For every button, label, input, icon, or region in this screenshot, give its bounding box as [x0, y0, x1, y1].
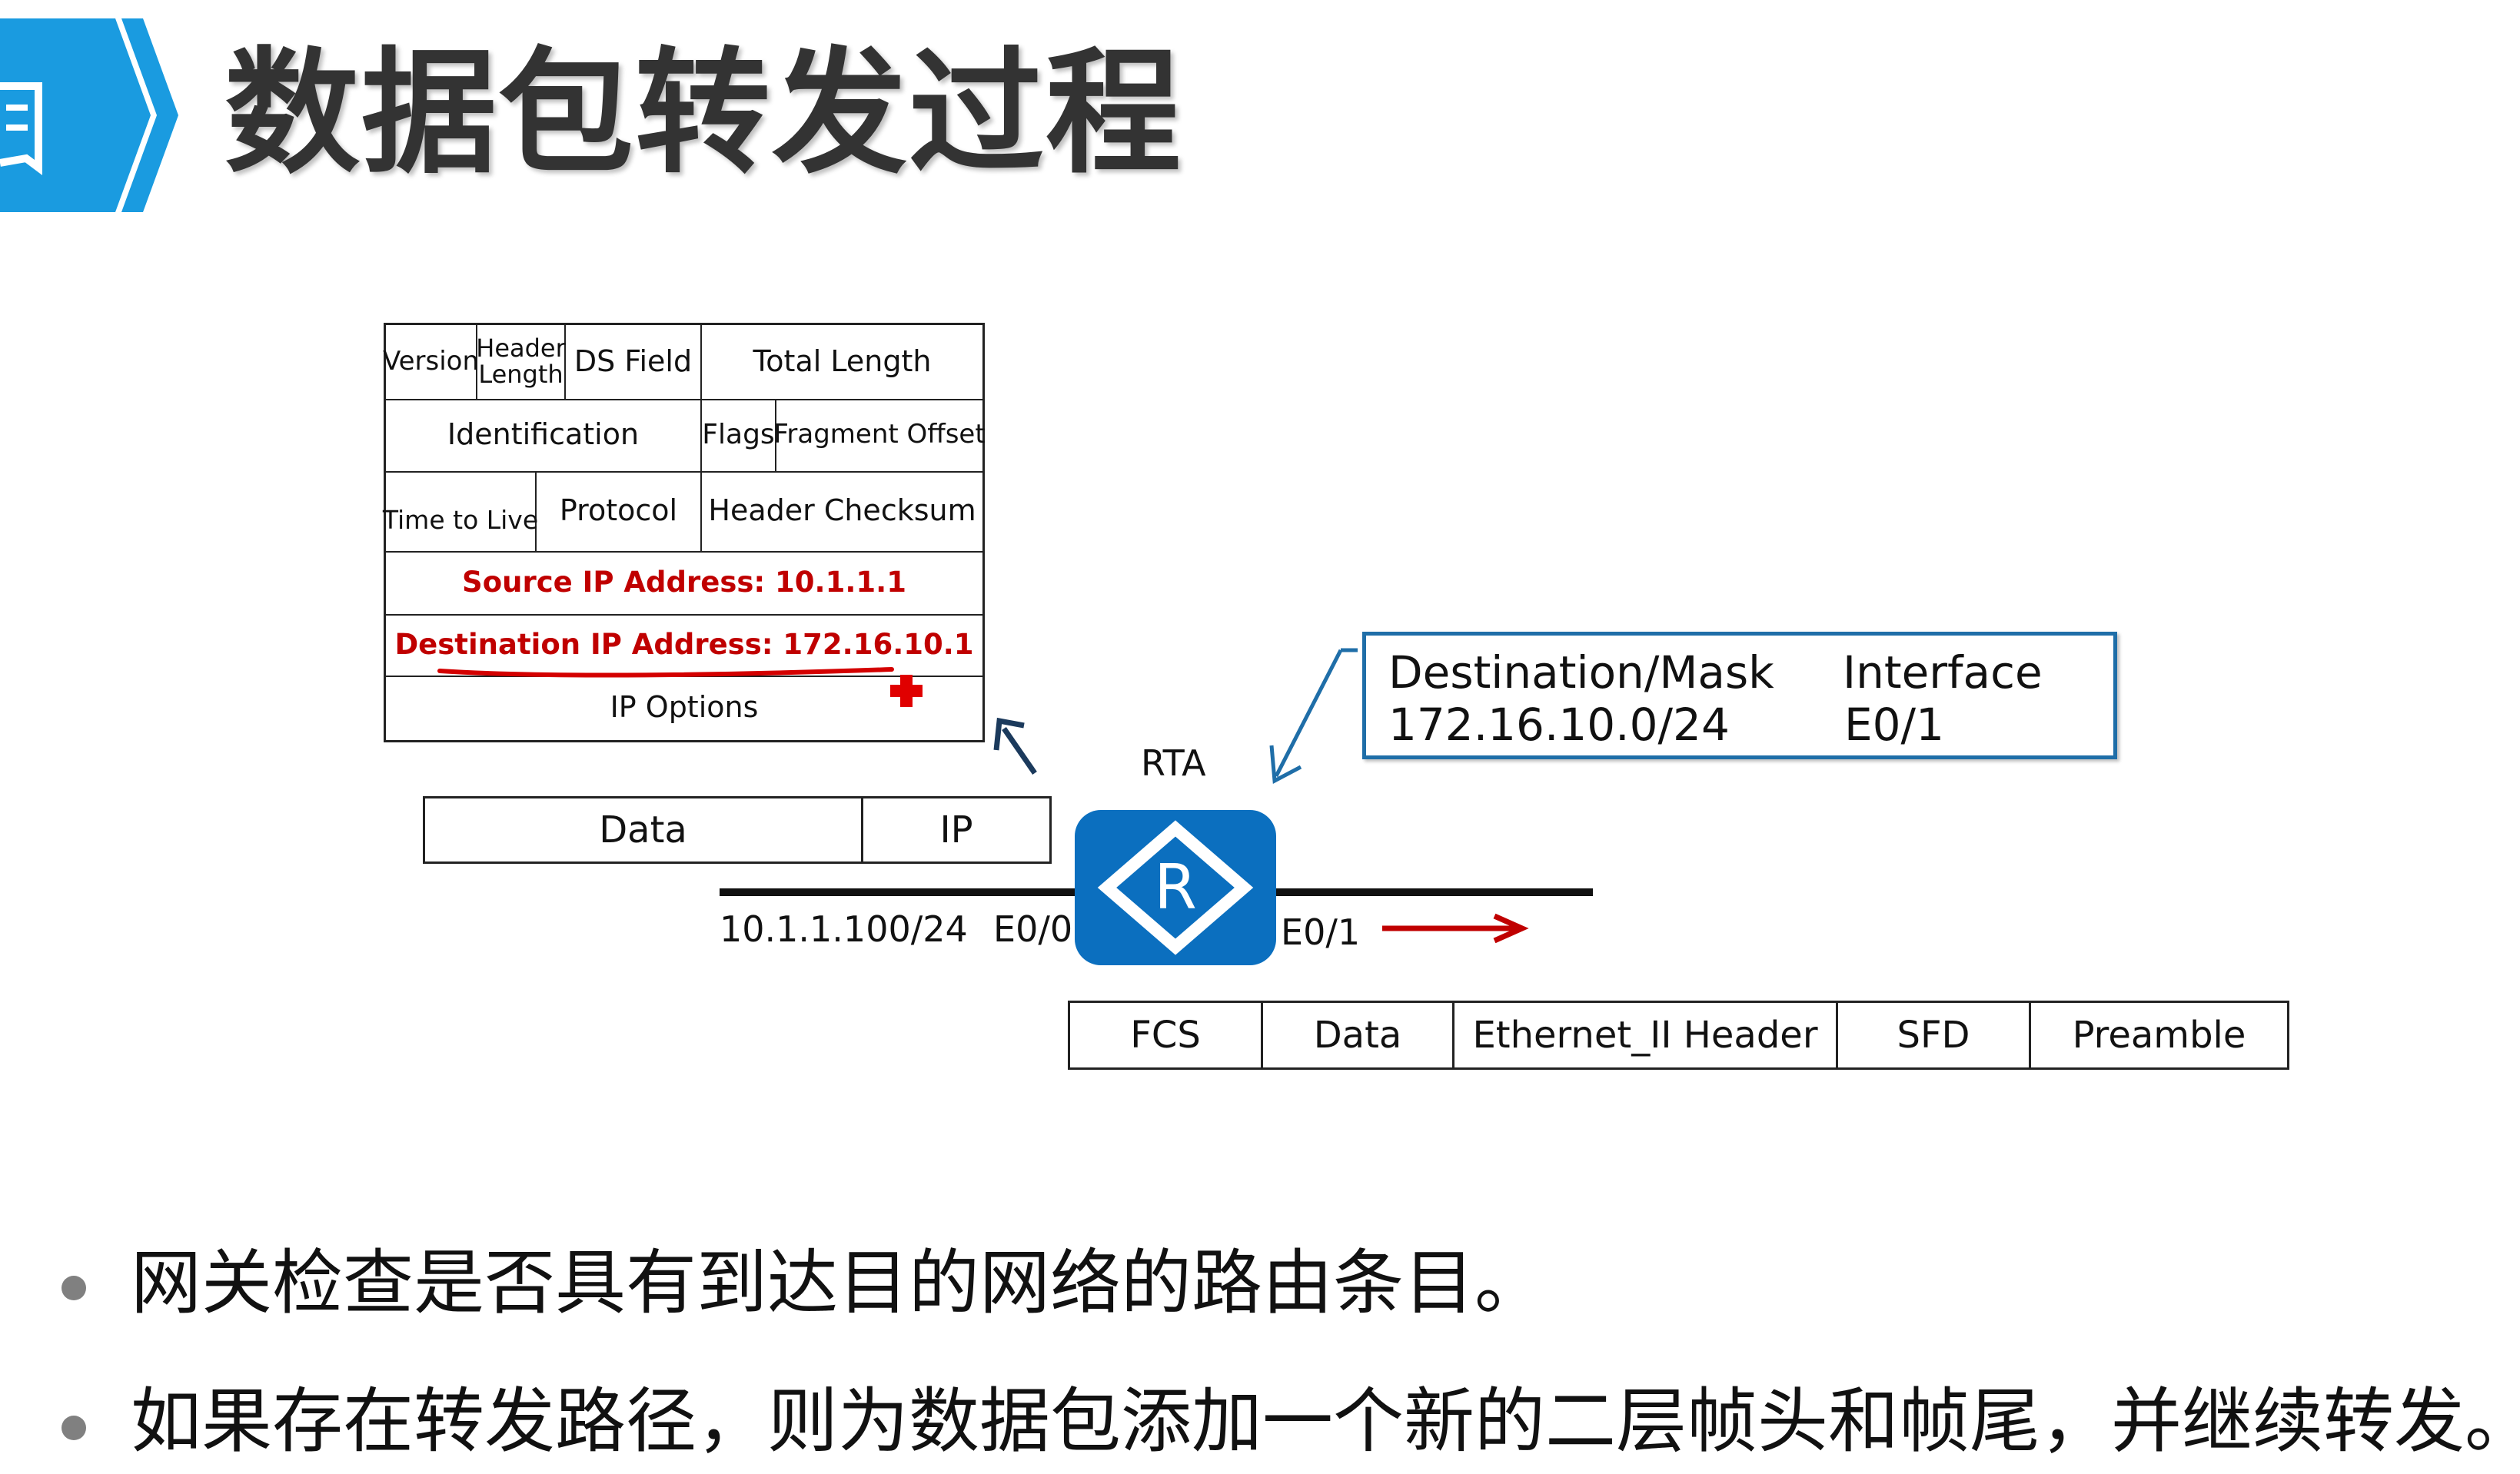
route-interface-header: Interface [1843, 646, 2043, 699]
protocol-field: Protocol [559, 493, 678, 528]
packet-ip-field: IP [939, 808, 973, 852]
ip-header-table: Version Header Length DS Field Total Len… [382, 323, 986, 742]
ttl-field: Time to Live [382, 505, 539, 536]
ip-options-field: IP Options [610, 690, 759, 725]
total-length-field: Total Length [753, 344, 932, 379]
identification-field: Identification [447, 417, 640, 452]
router-name-label: RTA [1141, 742, 1206, 784]
title-banner-icon [0, 18, 178, 212]
frame-sfd-field: SFD [1897, 1014, 1970, 1057]
in-interface-label: E0/0 [993, 908, 1073, 950]
routing-table-box: Destination/Mask Interface 172.16.10.0/2… [1362, 632, 2117, 759]
route-destination-value: 172.16.10.0/24 [1388, 699, 1730, 751]
up-left-arrow-icon [993, 717, 1037, 775]
ip-packet: Data IP [423, 796, 1052, 864]
router-icon: R [1097, 820, 1254, 955]
red-cross-icon [890, 675, 923, 707]
route-dest-header: Destination/Mask [1388, 646, 1774, 699]
router-letter: R [1154, 852, 1197, 923]
header-checksum-field: Header Checksum [708, 493, 976, 528]
callout-pointer [1269, 648, 1358, 784]
frame-data-field: Data [1313, 1014, 1402, 1057]
forward-arrow-icon [1382, 913, 1529, 944]
bullet-dot [62, 1276, 86, 1300]
bullet-item: 如果存在转发路径，则为数据包添加一个新的二层帧头和帧尾，并继续转发。 [131, 1380, 2520, 1462]
source-ip-field: Source IP Address: 10.1.1.1 [462, 565, 906, 599]
destination-ip-field: Destination IP Address: 172.16.10.1 [394, 627, 974, 661]
frame-preamble-field: Preamble [2072, 1014, 2246, 1057]
bullet-item: 网关检查是否具有到达目的网络的路由条目。 [131, 1242, 1546, 1324]
header-length-field: Header Length [476, 334, 566, 389]
bullet-dot [62, 1416, 86, 1440]
flags-field: Flags [702, 419, 775, 451]
packet-data-field: Data [599, 808, 687, 852]
version-field: Version [382, 346, 480, 377]
frame-ethernet-header-field: Ethernet_II Header [1472, 1014, 1818, 1057]
fragment-offset-field: Fragment Offset [773, 419, 986, 450]
red-underline-annotation [437, 667, 894, 678]
host-address-label: 10.1.1.100/24 [720, 908, 968, 950]
frame-fcs-field: FCS [1130, 1014, 1201, 1057]
ds-field: DS Field [573, 344, 693, 379]
route-interface-value: E0/1 [1844, 699, 1944, 751]
page-title: 数据包转发过程 [224, 35, 1183, 192]
out-interface-label: E0/1 [1281, 911, 1361, 953]
router-rta[interactable]: R [1075, 810, 1276, 965]
ethernet-frame: FCS Data Ethernet_II Header SFD Preamble [1068, 1001, 2289, 1070]
